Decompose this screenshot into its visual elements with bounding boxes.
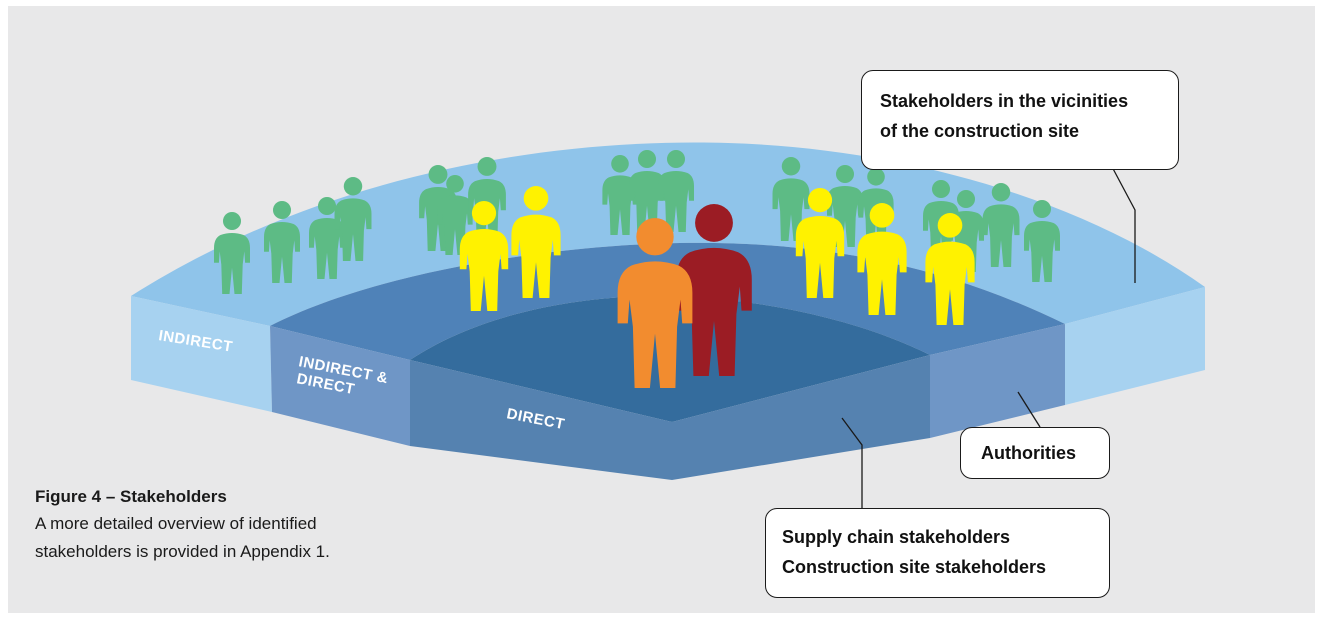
- middle-ring-side-left: [270, 326, 410, 446]
- vicinity-callout: Stakeholders in the vicinities of the co…: [861, 70, 1179, 170]
- outer-ring-side-left: [131, 296, 272, 412]
- authorities-callout: Authorities: [960, 427, 1110, 479]
- red-stakeholder-figure: [676, 204, 752, 376]
- yellow-stakeholder-figure: [857, 203, 907, 315]
- middle-ring-side-right: [930, 324, 1065, 438]
- green-stakeholder-figure: [1024, 200, 1060, 282]
- vicinity-callout-line1: Stakeholders in the vicinities: [880, 91, 1129, 111]
- green-stakeholder-figure: [602, 155, 638, 235]
- authorities-leader-line: [1017, 391, 1041, 428]
- supply-chain-callout-line2: Construction site stakeholders: [782, 557, 1047, 577]
- green-stakeholder-figure: [309, 197, 345, 279]
- inner-segment-side-left: [410, 360, 672, 480]
- vicinity-callout-line2: of the construction site: [880, 121, 1080, 141]
- outer-ring-side-right: [1065, 287, 1205, 405]
- orange-stakeholder-figure: [617, 218, 693, 388]
- green-stakeholder-figure: [658, 150, 694, 232]
- authorities-callout-text: Authorities: [981, 443, 1077, 463]
- figure-caption: Figure 4 – Stakeholders A more detailed …: [35, 484, 365, 566]
- inner-segment-side-right: [672, 355, 930, 480]
- middle-ring-top: [270, 242, 1065, 360]
- supply-leader-line: [841, 417, 863, 508]
- green-stakeholder-figure: [264, 201, 300, 283]
- yellow-stakeholder-figure: [511, 186, 561, 298]
- people-group: [214, 150, 1060, 388]
- yellow-stakeholder-figure: [925, 213, 975, 325]
- supply-chain-callout-line1: Supply chain stakeholders: [782, 527, 1011, 547]
- green-stakeholder-figure: [982, 183, 1020, 267]
- supply-chain-callout: Supply chain stakeholders Construction s…: [765, 508, 1110, 598]
- green-stakeholder-figure: [629, 150, 665, 232]
- yellow-stakeholder-figure: [795, 188, 845, 298]
- green-stakeholder-figure: [214, 212, 250, 294]
- green-stakeholder-figure: [334, 177, 372, 261]
- yellow-stakeholder-figure: [459, 201, 509, 311]
- figure-caption-title: Figure 4 – Stakeholders: [35, 487, 227, 506]
- figure-caption-text: A more detailed overview of identified s…: [35, 514, 330, 561]
